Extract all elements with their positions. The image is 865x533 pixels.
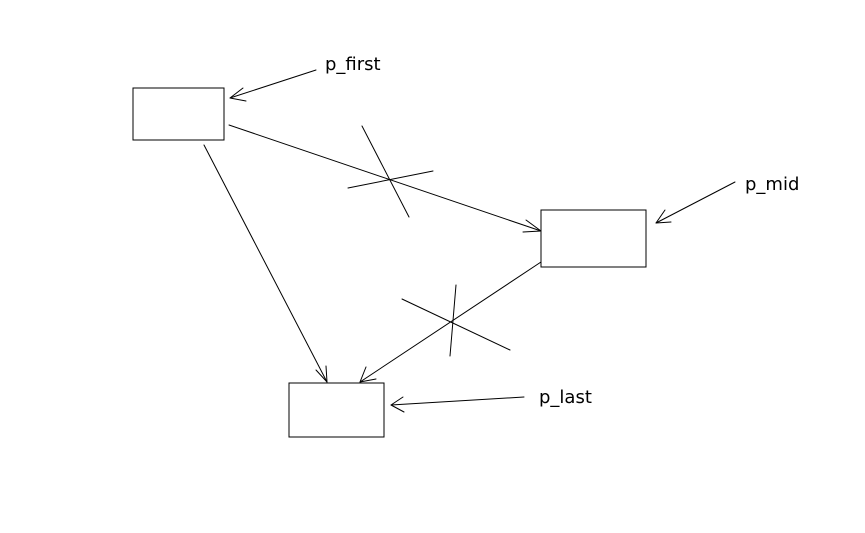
pointer-p-mid: p_mid	[655, 174, 799, 224]
pointer-p-mid-label: p_mid	[745, 174, 799, 195]
pointer-p-first: p_first	[229, 54, 381, 102]
pointer-p-mid-arrow	[655, 181, 736, 224]
link-first-to-mid-arrowhead	[522, 219, 542, 233]
link-mid-to-last-arrowhead	[359, 366, 377, 383]
pointer-p-last-label: p_last	[539, 387, 592, 408]
link-first-to-last-arrowhead	[315, 365, 328, 383]
link-first-to-last	[203, 144, 328, 383]
node-mid	[540, 209, 647, 268]
cross-mark-first-to-mid-stroke-1	[361, 125, 410, 218]
cross-mark-mid-to-last-stroke-1	[449, 284, 457, 357]
link-first-to-last-line	[203, 144, 328, 383]
pointer-p-first-label: p_first	[325, 54, 381, 75]
node-first	[132, 87, 225, 141]
cross-mark-mid-to-last	[401, 284, 511, 357]
cross-mark-mid-to-last-stroke-2	[401, 298, 511, 351]
pointer-p-first-arrow	[229, 69, 317, 99]
pointer-p-last-arrowhead	[390, 396, 405, 413]
pointer-p-last-arrow	[390, 396, 525, 406]
pointer-p-first-arrowhead	[229, 87, 247, 102]
pointer-p-last: p_last	[390, 387, 592, 413]
cross-mark-first-to-mid-stroke-2	[347, 170, 434, 189]
link-first-to-mid-line	[228, 124, 542, 232]
link-first-to-mid	[228, 124, 542, 233]
node-last	[288, 382, 385, 438]
cross-mark-first-to-mid	[347, 125, 434, 218]
pointer-p-mid-arrowhead	[655, 209, 672, 224]
